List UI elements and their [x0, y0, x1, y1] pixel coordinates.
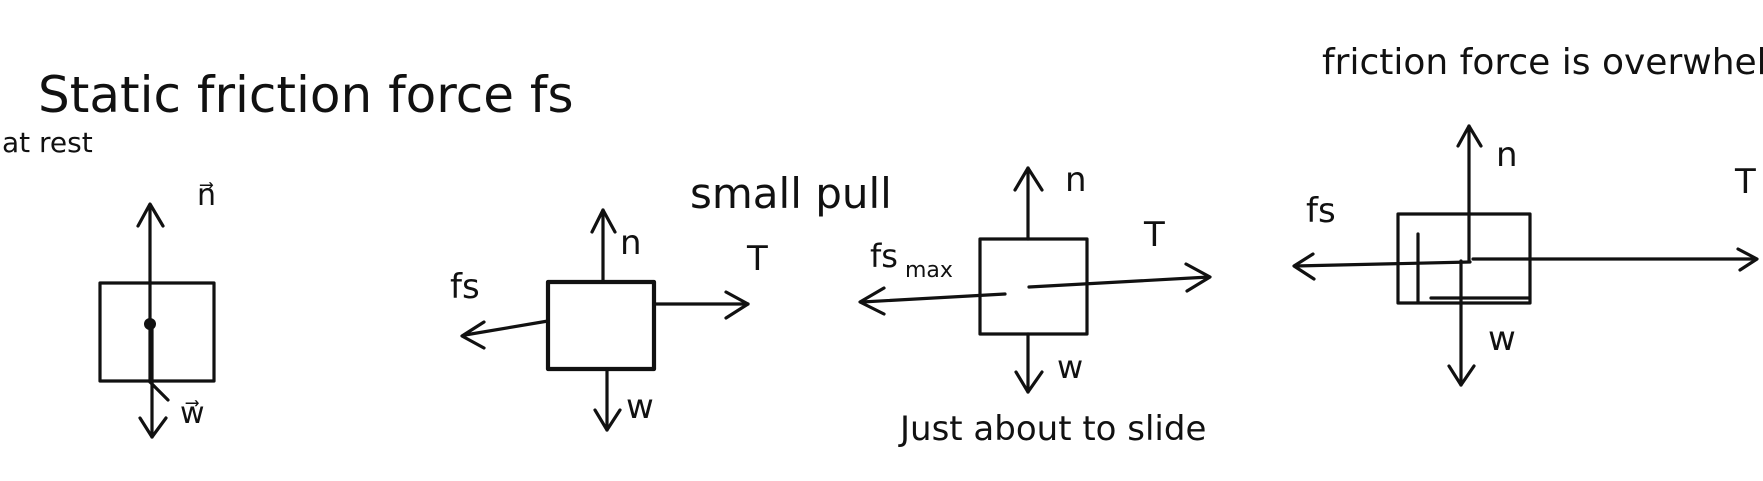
block-outline-extra-overwhelmed — [1416, 232, 1531, 304]
friction-force-subscript-just-about-to-slide: max — [905, 258, 953, 283]
normal-force-arrow-head-small-pull — [590, 208, 617, 234]
normal-force-arrow-head-at-rest — [136, 202, 165, 228]
tension-force-arrow-head-just-about-to-slide — [1184, 262, 1212, 293]
normal-force-label-overwhelmed: n — [1496, 135, 1518, 175]
friction-force-arrow-line-just-about-to-slide — [860, 292, 1007, 304]
friction-force-label-just-about-to-slide: fs — [870, 237, 898, 275]
panel-just-about-to-slide: fs max n T w Just about to slide — [858, 160, 1212, 449]
friction-force-arrow-head-just-about-to-slide — [858, 286, 886, 316]
weight-force-label-just-about-to-slide: w — [1057, 348, 1083, 386]
tension-force-label-just-about-to-slide: T — [1143, 215, 1165, 255]
friction-force-arrow-head-overwhelmed — [1292, 252, 1316, 281]
page-title: Static friction force fs — [38, 66, 574, 124]
weight-force-arrow-head-small-pull — [593, 408, 622, 432]
panel-caption-at-rest: at rest — [2, 126, 93, 159]
block-just-about-to-slide — [978, 237, 1089, 336]
tension-force-label-small-pull: T — [746, 239, 768, 279]
tension-force-label-overwhelmed: T — [1734, 162, 1756, 202]
block-at-rest — [98, 281, 216, 383]
normal-force-label-at-rest: n⃗ — [197, 178, 216, 213]
tension-force-arrow-line-just-about-to-slide — [1027, 275, 1211, 289]
panel-small-pull: small pull fs n T w — [450, 169, 892, 432]
panel-caption-small-pull: small pull — [690, 169, 892, 218]
weight-force-arrow-head-just-about-to-slide — [1014, 370, 1044, 394]
block-small-pull — [545, 279, 657, 372]
tension-force-arrow-head-small-pull — [724, 290, 750, 320]
normal-force-arrow-head-overwhelmed — [1456, 124, 1483, 148]
weight-force-label-small-pull: w — [626, 387, 654, 427]
tension-force-arrow-head-overwhelmed — [1736, 247, 1759, 272]
weight-force-arrow-head-overwhelmed — [1447, 364, 1476, 387]
panel-at-rest: at rest n⃗ w⃗ — [2, 126, 216, 439]
friction-force-label-small-pull: fs — [450, 267, 480, 307]
friction-force-arrow-line-small-pull — [463, 319, 550, 337]
contact-point-at-rest — [144, 318, 156, 330]
weight-force-label-at-rest: w⃗ — [180, 396, 205, 431]
friction-force-label-overwhelmed: fs — [1306, 191, 1336, 231]
normal-force-arrow-head-just-about-to-slide — [1013, 166, 1044, 192]
weight-force-label-overwhelmed: w — [1488, 319, 1516, 359]
panel-overwhelmed: friction force is overwhelmed. fs n T w — [1292, 42, 1763, 387]
friction-force-arrow-head-small-pull — [460, 320, 486, 350]
normal-force-label-small-pull: n — [620, 223, 642, 263]
normal-force-label-just-about-to-slide: n — [1065, 160, 1087, 200]
panel-caption-overwhelmed: friction force is overwhelmed. — [1322, 42, 1763, 83]
panel-caption-just-about-to-slide: Just about to slide — [898, 409, 1206, 449]
friction-force-arrow-line-overwhelmed — [1293, 260, 1472, 268]
weight-force-arrow-head-at-rest — [138, 416, 168, 439]
